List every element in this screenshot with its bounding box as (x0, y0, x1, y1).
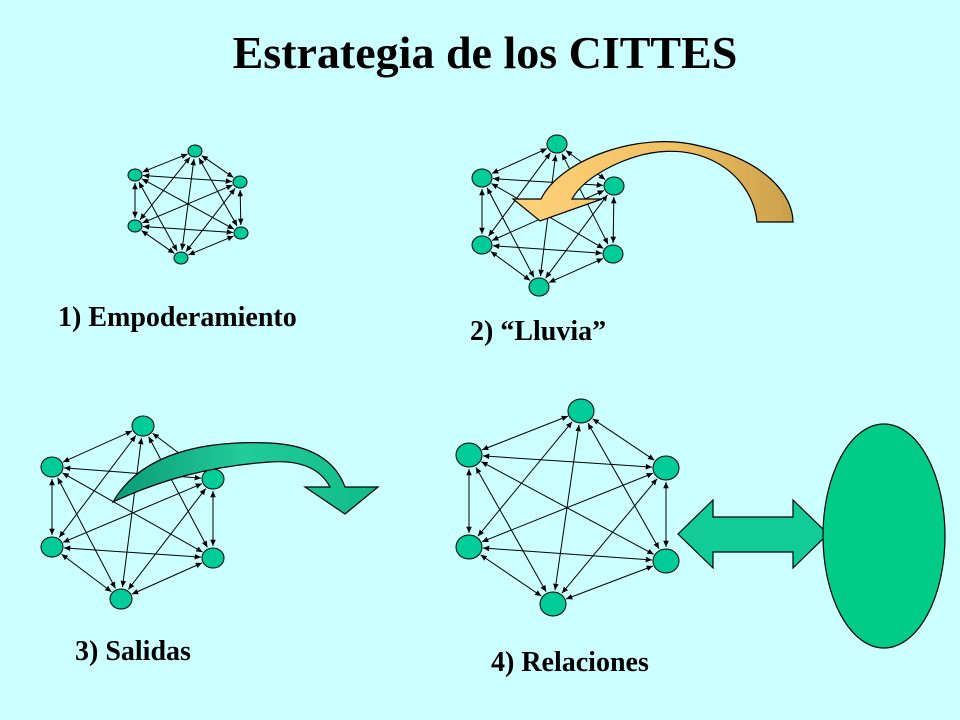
network-link (482, 453, 653, 470)
network-node (232, 175, 248, 189)
network-node (201, 468, 225, 490)
step-2-label: 2) “Lluvia” (470, 316, 607, 347)
network-link (488, 152, 551, 237)
network-node (603, 176, 625, 196)
network-link (142, 224, 234, 235)
network-node (471, 168, 493, 188)
network-node (539, 591, 567, 617)
network-node (652, 548, 680, 574)
network-link (61, 553, 112, 593)
network-node (233, 226, 249, 240)
network-link (565, 565, 654, 600)
network-node (127, 168, 143, 182)
network-link (477, 421, 573, 537)
network-link (131, 562, 203, 595)
network-node (40, 456, 64, 478)
network-node (455, 534, 483, 560)
network-node (652, 455, 680, 481)
network-node (567, 398, 595, 424)
network-node (187, 144, 203, 158)
network-link (480, 554, 542, 597)
network-link (592, 418, 655, 461)
network-link (492, 243, 603, 256)
network-link (142, 173, 233, 184)
network-node (173, 251, 189, 265)
rain-curved-arrow (511, 141, 794, 223)
network-link (491, 148, 548, 174)
network-link (185, 188, 236, 252)
network-link (475, 466, 547, 593)
network-link (142, 184, 233, 224)
network-node (546, 134, 568, 154)
network-link (139, 156, 191, 221)
step-3-label: 3) Salidas (75, 636, 191, 667)
network-link (561, 478, 658, 594)
network-node (455, 442, 483, 468)
network-node (109, 588, 133, 610)
network-link (141, 230, 175, 254)
network-relaciones (455, 398, 680, 617)
network-link (481, 472, 654, 543)
step-4-label: 4) Relaciones (491, 647, 649, 678)
network-link (198, 157, 238, 227)
network-link (481, 415, 569, 451)
network-node (131, 415, 155, 437)
network-link (201, 155, 234, 178)
network-link (482, 545, 653, 563)
network-link (188, 235, 234, 256)
network-node (528, 277, 550, 297)
network-link (57, 477, 116, 589)
external-entity-ellipse (822, 423, 946, 649)
network-link (127, 488, 207, 590)
network-link (63, 545, 202, 560)
network-link (62, 430, 133, 463)
network-node (471, 235, 493, 255)
network-node (602, 244, 624, 264)
network-node (127, 219, 143, 233)
network-link (610, 196, 617, 244)
network-link (490, 251, 531, 281)
network-node (40, 536, 64, 558)
slide-title: Estrategia de los CITTES (232, 27, 738, 78)
network-link (548, 258, 604, 283)
network-node (201, 547, 225, 569)
step-1-label: 1) Empoderamiento (58, 302, 297, 333)
network-salidas (40, 415, 225, 610)
relation-double-arrow (677, 498, 829, 570)
network-link (237, 189, 244, 226)
network-link (587, 422, 660, 550)
outflow-curved-arrow (111, 442, 380, 515)
network-empoderamiento (127, 144, 249, 265)
